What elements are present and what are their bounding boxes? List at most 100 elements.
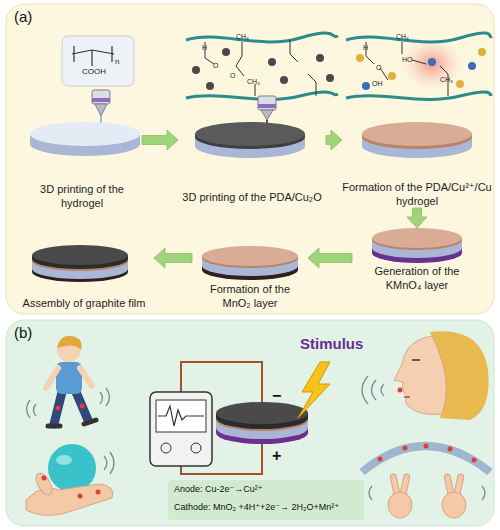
- step-caption: Generation of the KMnO₄ layer: [367, 264, 467, 292]
- palm: [388, 492, 412, 518]
- cu2o-particle: [192, 66, 200, 74]
- pda-cu-structure: [346, 33, 492, 99]
- sensor-dot: [96, 490, 101, 495]
- step-caption: Formation of the MnO₂ layer: [203, 282, 298, 310]
- motion-lines: [27, 388, 110, 418]
- monomer-bonds: [72, 46, 114, 66]
- step-caption: Formation of the PDA/Cu²⁺/Cu hydrogel: [342, 180, 492, 208]
- motion-lines: [104, 452, 114, 474]
- chemical-group: CH₃: [396, 33, 409, 40]
- atom-label: O: [230, 72, 235, 79]
- circuit: [150, 362, 364, 520]
- chemical-group: CH₃: [440, 76, 453, 83]
- sensor-dot: [56, 406, 61, 411]
- equation-box: [168, 480, 364, 520]
- walking-person: [27, 336, 110, 426]
- bent-strip: [362, 446, 490, 472]
- waveform: [158, 406, 204, 426]
- arms: [46, 368, 92, 388]
- stimulus-label: Stimulus: [300, 336, 363, 351]
- ball-highlight: [56, 455, 72, 465]
- pda-disk: [195, 122, 305, 158]
- process-arrow: [142, 130, 178, 150]
- repeat-index: n: [115, 58, 119, 66]
- process-arrow: [308, 248, 352, 268]
- sensor-dot: [424, 444, 429, 449]
- atom-label: H: [202, 44, 207, 51]
- polymer-strand: [346, 33, 492, 42]
- cu2o-particle: [222, 48, 230, 56]
- hydrogel-disk: [30, 122, 140, 156]
- coordination-glow: [402, 38, 462, 90]
- chemical-group: COOH: [82, 68, 106, 76]
- chemical-group: CH₃: [236, 33, 249, 40]
- motion-lines: [369, 486, 485, 500]
- chemical-group: HO: [402, 56, 413, 63]
- cu-particle: [478, 48, 486, 56]
- step-caption: Assembly of graphite film: [14, 296, 154, 310]
- nozzle-band: [258, 104, 276, 108]
- pda-cu2o-structure: [186, 33, 338, 99]
- disk-surface: [195, 122, 305, 146]
- step-caption: 3D printing of the hydrogel: [35, 182, 130, 210]
- process-step: 3D printing of the hydrogel: [22, 92, 142, 210]
- molecular-bonds: [205, 40, 316, 96]
- sensor-dot: [78, 494, 83, 499]
- monitor: [150, 392, 212, 466]
- mno2-disk: [202, 246, 298, 280]
- cu2o-particle: [268, 58, 276, 66]
- step-caption: 3D printing of the PDA/Cu₂O: [178, 190, 326, 204]
- sensor-dot: [472, 458, 477, 463]
- sensor-dot: [80, 404, 85, 409]
- nozzle-body: [92, 90, 110, 104]
- process-step: Generation of the KMnO₄ layer: [352, 228, 482, 292]
- process-arrow: [154, 248, 192, 268]
- process-arrow: [407, 208, 427, 228]
- shoes: [48, 420, 96, 426]
- panel-label: (a): [14, 9, 32, 24]
- legs: [54, 392, 88, 424]
- polarity-sign: +: [272, 448, 281, 464]
- thumb: [33, 471, 55, 498]
- nozzle-body: [258, 96, 276, 110]
- bending-sensor: [362, 444, 490, 519]
- sensor-dot: [403, 446, 408, 451]
- atom-label: H: [363, 44, 368, 51]
- sensor-dot: [378, 457, 383, 462]
- face: [394, 336, 446, 414]
- kmno4-disk: [372, 228, 462, 263]
- breathing-face: [362, 331, 489, 420]
- knob: [161, 443, 171, 453]
- sensor-dot: [448, 447, 453, 452]
- cu-particle: [388, 72, 396, 80]
- cu-ion: [362, 82, 370, 90]
- nozzle-tip: [95, 104, 107, 116]
- polymer-strand: [186, 33, 338, 42]
- hand: [26, 484, 113, 515]
- disk-surface: [32, 245, 128, 265]
- polymer-strand: [346, 92, 492, 99]
- polarity-sign: −: [272, 388, 281, 404]
- palm: [442, 492, 466, 518]
- copper-disk: [362, 122, 472, 158]
- disk-surface: [372, 228, 462, 248]
- sensor-dot: [398, 388, 403, 393]
- hair: [57, 336, 82, 350]
- reaction-equation: Cathode: MnO₂ +4H⁺+2e⁻→ 2H₂O+Mn²⁺: [174, 503, 339, 512]
- nozzle-band: [92, 98, 110, 102]
- graphite-disk: [32, 245, 128, 282]
- atom-label: O: [376, 64, 381, 71]
- reaction-equation: Anode: Cu-2e⁻→Cu²⁺: [174, 485, 263, 494]
- sensor-dot: [42, 476, 47, 481]
- disk-surface: [362, 122, 472, 146]
- breath-lines: [362, 376, 384, 404]
- eye: [412, 359, 420, 361]
- chemical-group: CH₃: [247, 78, 260, 85]
- cu-ion: [468, 62, 476, 70]
- disk-surface: [216, 402, 308, 424]
- inset-box: [62, 36, 134, 86]
- lightning-bolt: [298, 362, 330, 418]
- cu2o-particle: [316, 54, 324, 62]
- cu2o-particle: [206, 82, 214, 90]
